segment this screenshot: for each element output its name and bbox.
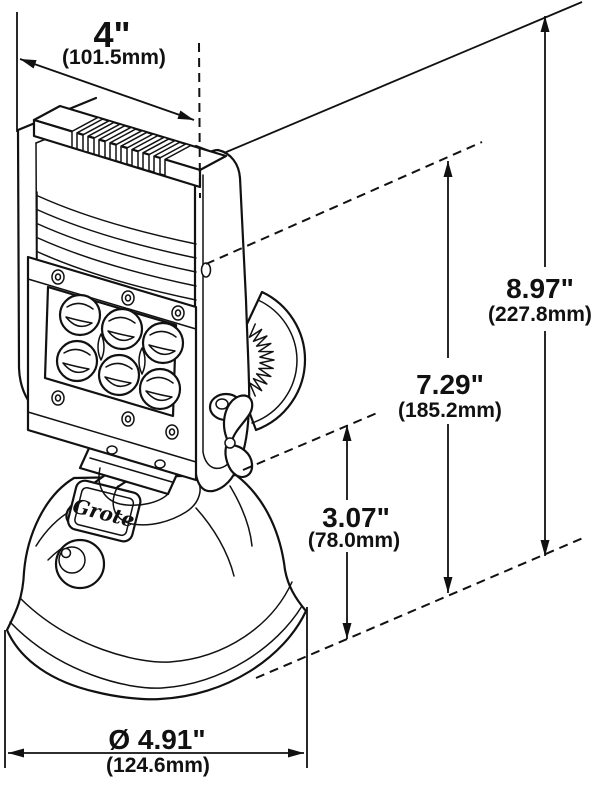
lamp-bezel xyxy=(26,255,198,482)
dim-base-diameter: Ø 4.91" (124.6mm) xyxy=(4,607,308,777)
led-lens xyxy=(97,353,141,397)
power-button[interactable] xyxy=(54,538,106,590)
led-lens xyxy=(55,339,99,383)
dim-base-height-mm: (78.0mm) xyxy=(308,529,400,552)
dim-width-mm: (101.5mm) xyxy=(62,46,166,69)
dim-width: 4" (101.5mm) xyxy=(16,12,201,199)
magnetic-base xyxy=(5,473,308,701)
extension-line xyxy=(223,1,583,154)
heatsink-cap xyxy=(32,104,228,189)
ratchet-teeth xyxy=(248,323,275,397)
dim-overall-height: 8.97" (227.8mm) xyxy=(223,1,592,556)
brand-badge: Grote xyxy=(66,479,142,543)
dim-base-height-inches: 3.07" xyxy=(322,502,390,533)
yoke-right-arm xyxy=(193,148,251,493)
led-lens xyxy=(141,321,185,365)
extension-line-dashed xyxy=(205,141,483,265)
pivot-clamp xyxy=(78,444,201,526)
dim-base-height: 3.07" (78.0mm) xyxy=(242,412,400,639)
dim-pivot-height-mm: (185.2mm) xyxy=(398,399,502,422)
dim-base-diameter-mm: (124.6mm) xyxy=(106,754,210,777)
extension-line-dashed xyxy=(242,412,378,471)
dim-pivot-height: 7.29" (185.2mm) xyxy=(205,141,502,593)
dim-width-inches: 4" xyxy=(93,14,130,55)
wing-knob[interactable] xyxy=(223,394,254,479)
extension-line-dashed xyxy=(198,42,201,199)
led-lens xyxy=(138,367,182,411)
led-lens xyxy=(100,307,144,351)
dim-pivot-height-inches: 7.29" xyxy=(416,369,484,400)
heatsink-fins xyxy=(71,116,192,177)
led-lens xyxy=(58,293,102,337)
dim-overall-height-mm: (227.8mm) xyxy=(488,303,592,326)
dim-base-diameter-inches: Ø 4.91" xyxy=(108,724,205,755)
bracket-hole xyxy=(200,262,212,278)
dimension-annotations: 4" (101.5mm) 8.97" (227.8mm) 7.29" (185.… xyxy=(4,1,592,777)
base-bottom-reference-line xyxy=(255,537,584,679)
base-skirt-rim xyxy=(9,605,303,689)
base-skirt-crease xyxy=(19,581,293,663)
dim-overall-height-inches: 8.97" xyxy=(506,273,574,304)
